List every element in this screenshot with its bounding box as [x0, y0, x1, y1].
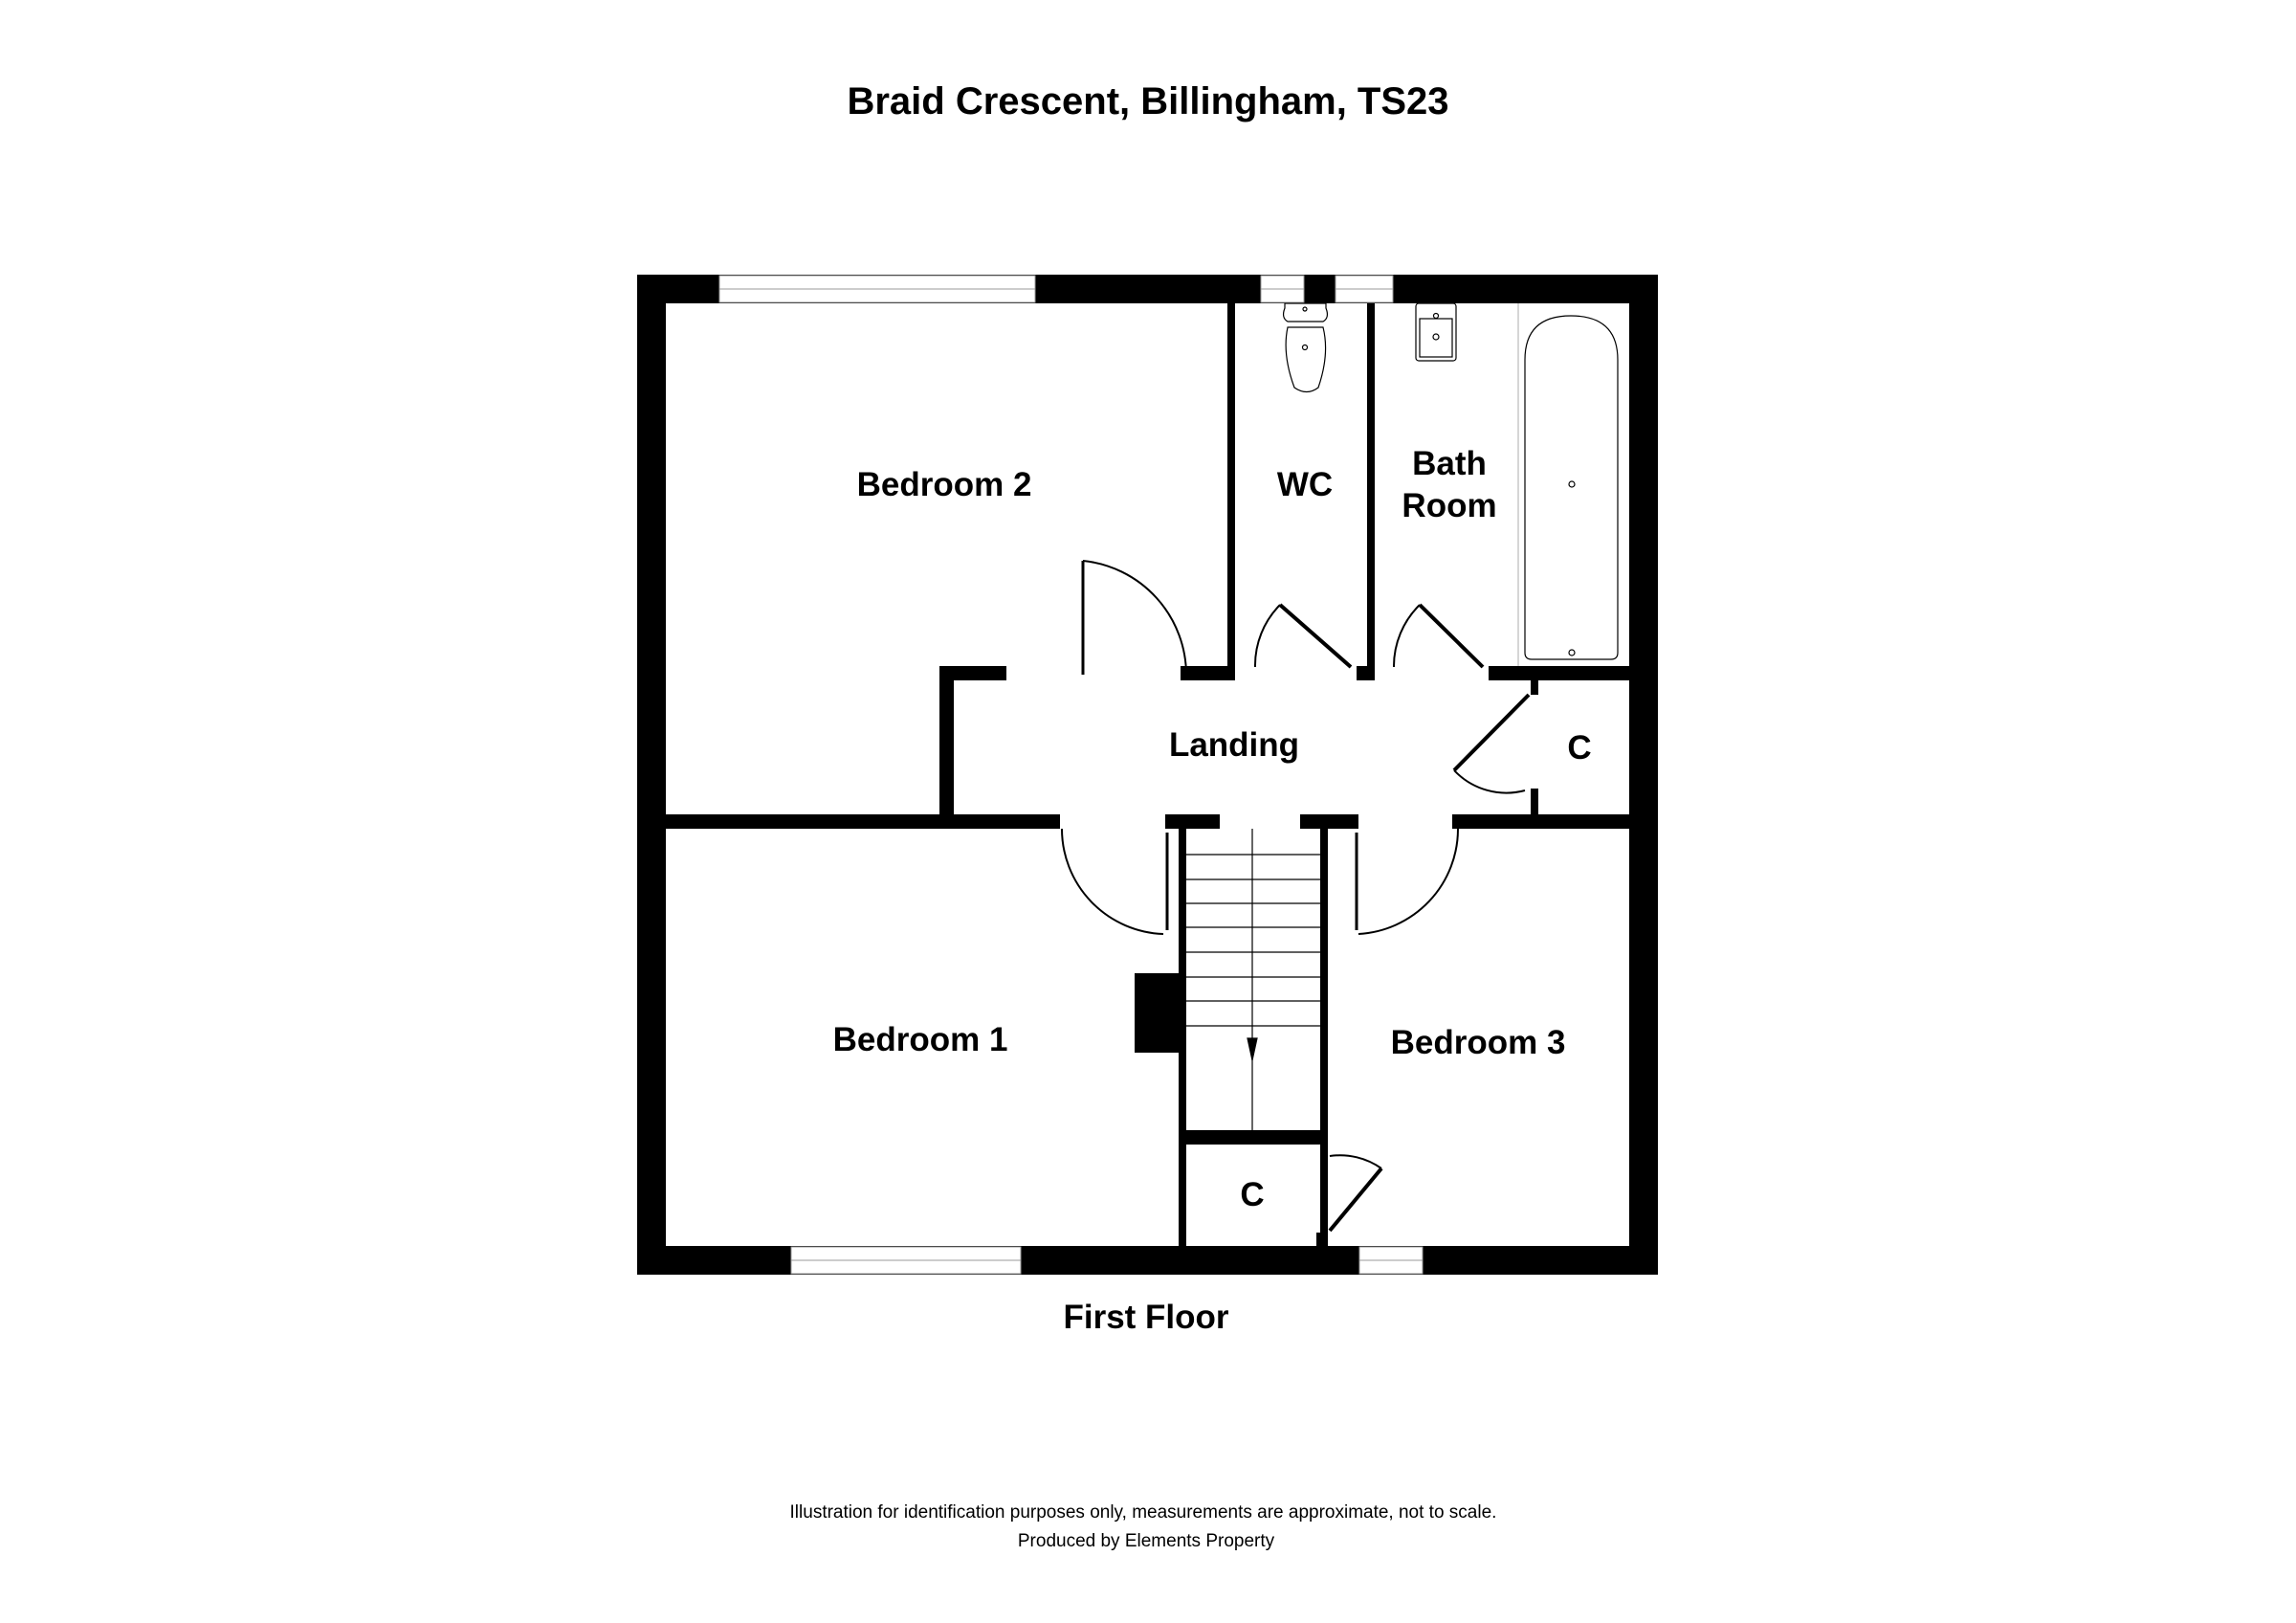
floor-label: First Floor: [1063, 1299, 1229, 1336]
basin-icon: [1415, 302, 1457, 362]
windows: [718, 275, 1424, 1275]
staircase: [1186, 829, 1320, 1130]
room-label-bathroom-line1: Bath: [1412, 445, 1487, 482]
room-label-bedroom-2: Bedroom 2: [857, 466, 1032, 503]
room-label-bedroom-3: Bedroom 3: [1391, 1024, 1566, 1061]
interior-walls: [666, 303, 1629, 1248]
sanitary-fixtures: [1282, 302, 1619, 666]
stair-direction-arrow-icon: [1247, 1037, 1258, 1061]
bath-icon: [1517, 303, 1619, 666]
toilet-icon: [1282, 302, 1329, 393]
plan-title: Braid Crescent, Billingham, TS23: [847, 80, 1449, 122]
outer-walls: [637, 275, 1658, 1275]
doors: [1061, 560, 1531, 1233]
room-label-cupboard-bedroom-3: C: [1240, 1176, 1264, 1213]
room-label-cupboard-landing: C: [1567, 729, 1591, 767]
disclaimer-text: Illustration for identification purposes…: [789, 1502, 1497, 1523]
room-label-bedroom-1: Bedroom 1: [833, 1021, 1008, 1058]
room-label-landing: Landing: [1169, 726, 1299, 764]
producer-credit: Produced by Elements Property: [1017, 1531, 1275, 1551]
room-label-wc: WC: [1277, 466, 1333, 503]
room-label-bathroom-line2: Room: [1402, 487, 1496, 524]
